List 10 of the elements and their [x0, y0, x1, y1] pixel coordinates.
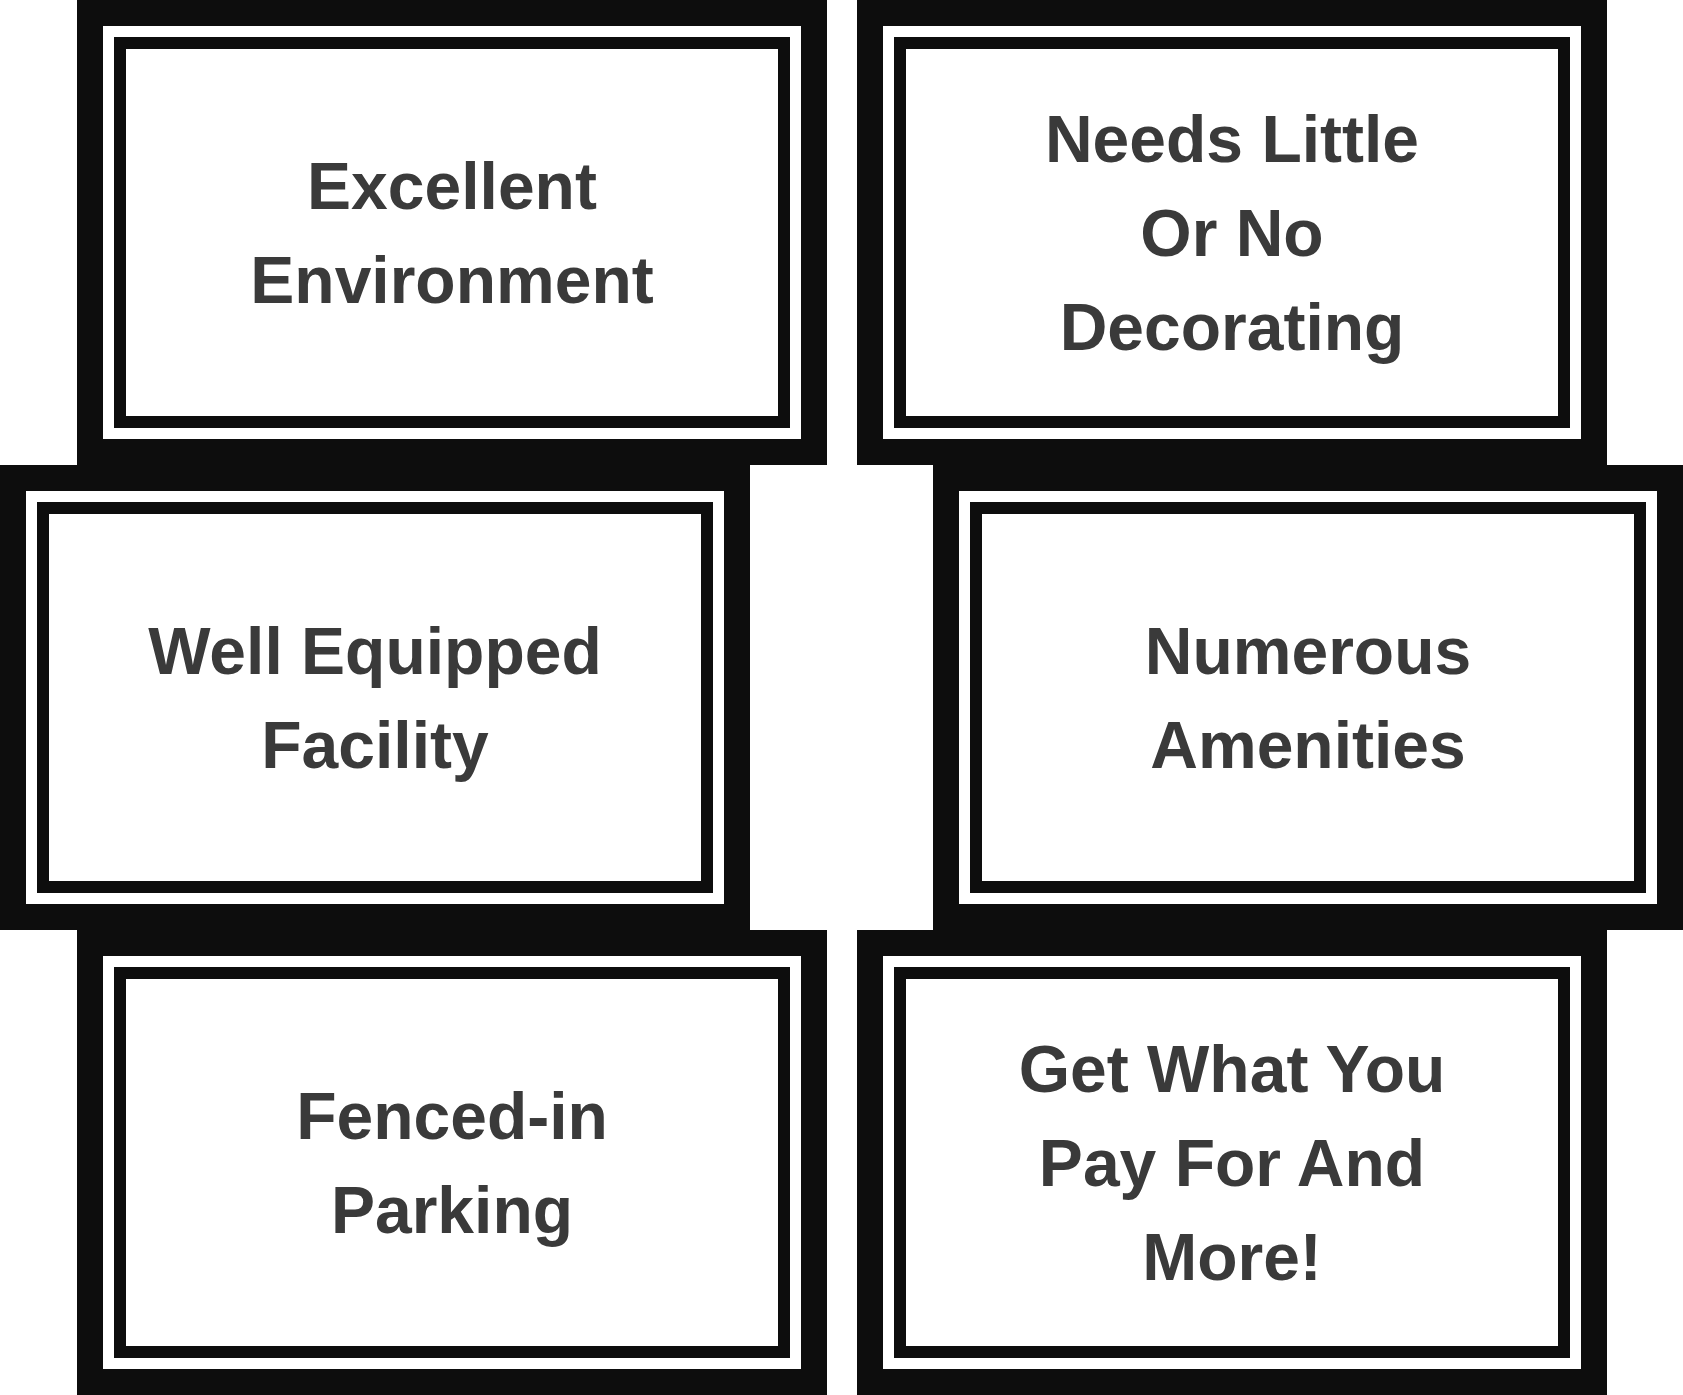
card-text: Fenced-in Parking — [295, 1077, 609, 1249]
framed-card — [857, 930, 1607, 1395]
framed-card — [77, 930, 827, 1395]
card-text: Numerous Amenities — [1143, 612, 1473, 784]
card-text: Well Equipped Facility — [147, 612, 603, 784]
card-text: Needs Little Or No Decorating — [1043, 100, 1421, 366]
card-text: Excellent Environment — [249, 147, 655, 319]
framed-card — [77, 0, 827, 465]
framed-card — [857, 0, 1607, 465]
card-text: Get What You Pay For And More! — [1017, 1030, 1447, 1296]
